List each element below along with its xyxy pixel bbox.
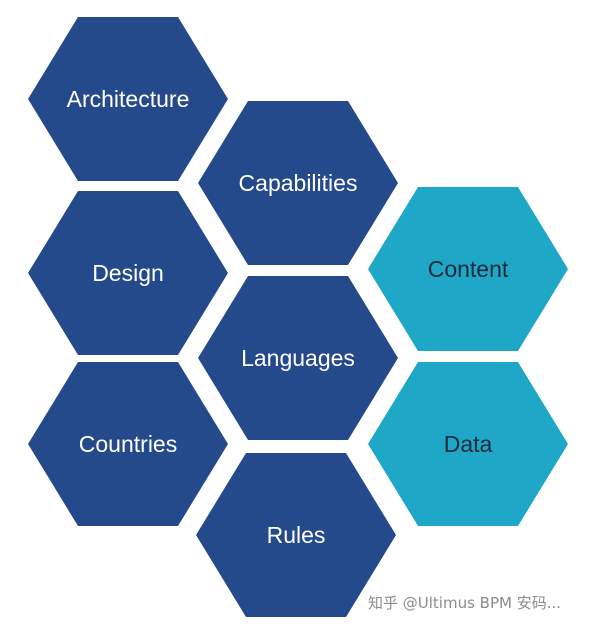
hexagon-label: Design [92, 259, 164, 286]
hexagon-capabilities: Capabilities [198, 101, 398, 265]
hexagon-languages: Languages [198, 276, 398, 440]
hexagon-label: Architecture [66, 85, 190, 112]
hexagon-label: Capabilities [238, 169, 358, 196]
hexagon-design: Design [28, 191, 228, 355]
hexagon-label: Content [427, 255, 509, 282]
hexagon-data: Data [368, 362, 568, 526]
hexagon-architecture: Architecture [28, 17, 228, 181]
hexagon-label: Languages [241, 344, 355, 371]
hexagon-content: Content [368, 187, 568, 351]
hexagon-label: Countries [78, 430, 178, 457]
hexagon-label: Rules [266, 521, 326, 548]
hexagon-countries: Countries [28, 362, 228, 526]
hexagon-rules: Rules [196, 453, 396, 617]
watermark: 知乎 @Ultimus BPM 安码... [368, 594, 562, 612]
hexagon-label: Data [443, 430, 493, 457]
